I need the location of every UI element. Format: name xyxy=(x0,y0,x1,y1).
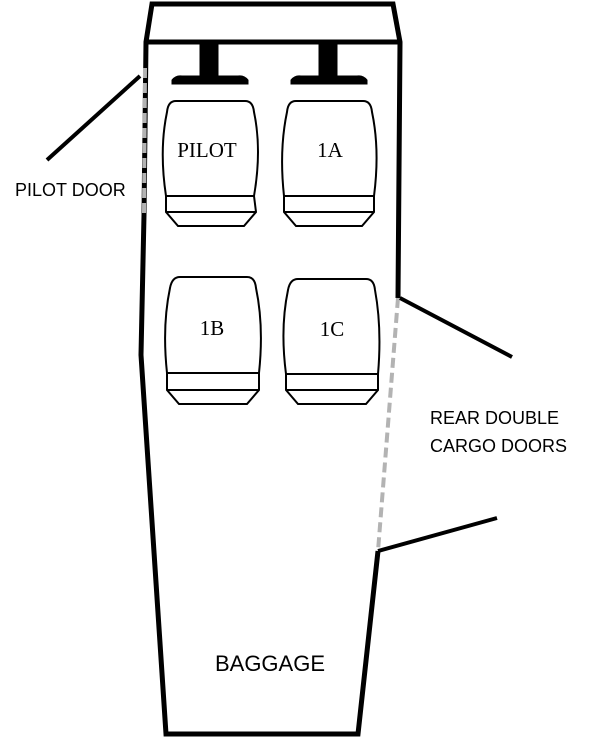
seat-1a: 1A xyxy=(281,100,378,227)
seat-1b: 1B xyxy=(164,276,262,405)
rear-doors-label-line1: REAR DOUBLE xyxy=(430,408,559,428)
seat-pilot: PILOT xyxy=(161,100,259,227)
control-yokes xyxy=(171,43,368,85)
seat-1b-cushion xyxy=(166,372,260,405)
seat-1a-label: 1A xyxy=(317,138,344,162)
pilot-yoke-icon xyxy=(171,43,249,85)
rear-door-leader-top xyxy=(399,296,513,359)
copilot-yoke-icon xyxy=(290,43,368,85)
pilot-door-opening xyxy=(142,67,147,216)
rear-cargo-door-opening xyxy=(376,297,400,552)
rear-door-leader-bottom xyxy=(377,516,498,553)
baggage-label: BAGGAGE xyxy=(215,651,325,676)
seat-1c: 1C xyxy=(282,278,381,405)
pilot-door-leader xyxy=(45,74,142,162)
pilot-door-label: PILOT DOOR xyxy=(15,180,126,200)
rear-doors-label-line2: CARGO DOORS xyxy=(430,436,567,456)
seat-pilot-label: PILOT xyxy=(177,138,237,162)
fuselage-lower xyxy=(138,214,381,737)
leader-lines xyxy=(45,74,513,553)
seat-1b-label: 1B xyxy=(200,316,225,340)
seat-1c-label: 1C xyxy=(320,317,345,341)
